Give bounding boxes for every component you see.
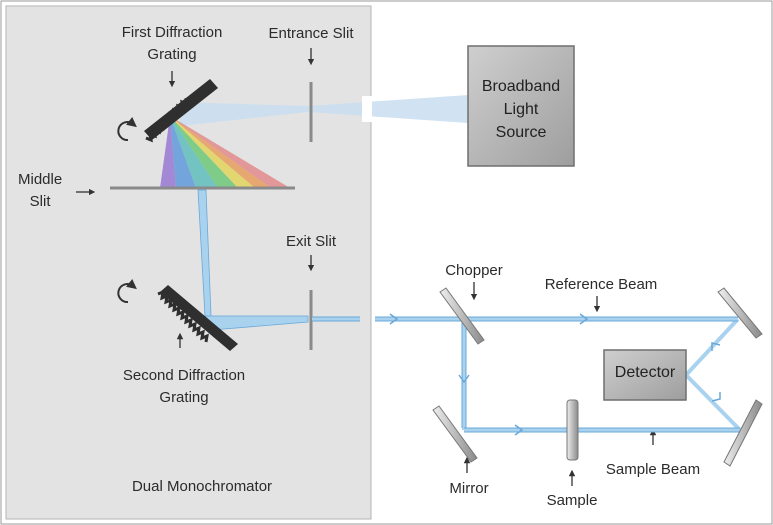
beam-edges (312, 316, 740, 433)
second-grating-label: Second Diffraction Grating (122, 367, 246, 406)
spectrum-fan (160, 116, 290, 188)
beam-paths (312, 317, 742, 432)
beam-direction-markers (389, 313, 721, 436)
light-source-label: Broadband Light Source (481, 78, 561, 141)
dual-monochromator-label: Dual Monochromator (131, 478, 273, 495)
right-mirror-bottom (723, 399, 763, 467)
rotate-icon-second (117, 278, 137, 304)
sample-cell (566, 399, 579, 461)
monochromator-panel (5, 5, 372, 520)
exit-slit-label: Exit Slit (285, 233, 337, 250)
pointer-arrows (76, 48, 657, 486)
sample-beam-label: Sample Beam (605, 461, 701, 478)
reference-beam-label: Reference Beam (544, 276, 658, 293)
rotate-icon-first (117, 116, 137, 142)
detector-box (603, 349, 687, 401)
second-grating (157, 285, 238, 351)
mirror-label: Mirror (449, 480, 489, 497)
panel-gap-top (362, 96, 372, 122)
right-mirror-top (717, 287, 763, 339)
middle-slit-label: Middle Slit (18, 171, 63, 210)
sample-label: Sample (546, 492, 598, 509)
first-grating-label: First Diffraction Grating (121, 24, 223, 63)
chopper (439, 287, 485, 345)
chopper-label: Chopper (445, 262, 503, 279)
mirror (432, 405, 478, 463)
entrance-beam (180, 102, 308, 126)
entrance-slit-label: Entrance Slit (268, 25, 354, 42)
light-source-box (467, 45, 575, 167)
first-grating (144, 79, 218, 143)
source-beam (308, 95, 468, 123)
detector-label: Detector (614, 364, 676, 381)
